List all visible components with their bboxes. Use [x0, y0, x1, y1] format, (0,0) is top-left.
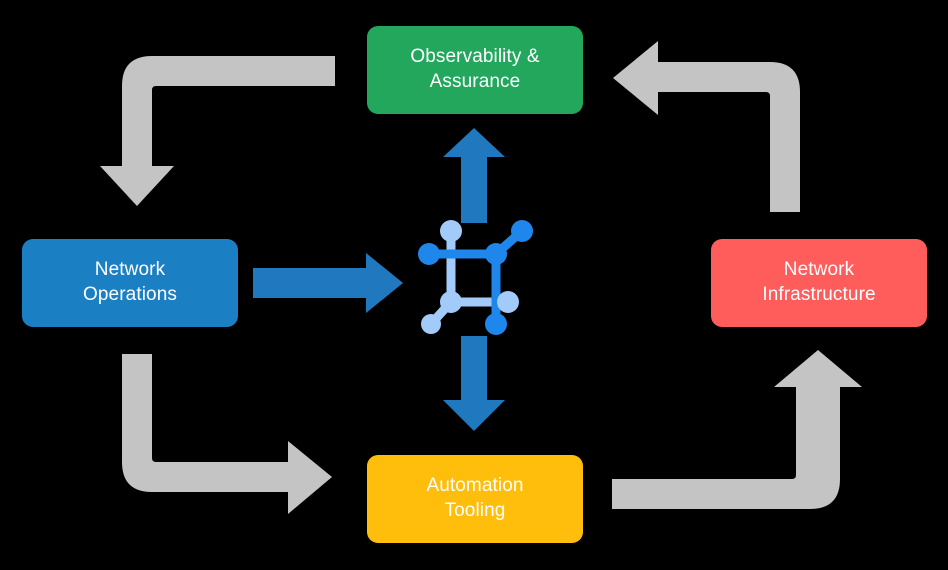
- node-box-network-infrastructure[interactable]: Network Infrastructure: [711, 239, 927, 327]
- blue-arrow-operations-to-center: [253, 253, 403, 313]
- node-box-automation-tooling[interactable]: Automation Tooling: [367, 455, 583, 543]
- gray-arrow-infrastructure-to-observability: [613, 41, 800, 212]
- blue-arrow-center-to-automation: [443, 336, 505, 431]
- node-box-observability[interactable]: Observability & Assurance: [367, 26, 583, 114]
- gray-arrow-automation-to-infrastructure: [612, 350, 862, 509]
- node-label-automation-tooling: Automation Tooling: [426, 475, 524, 521]
- node-label-network-infrastructure: Network Infrastructure: [762, 259, 876, 305]
- node-label-network-operations: Network Operations: [83, 259, 177, 305]
- node-box-network-operations[interactable]: Network Operations: [22, 239, 238, 327]
- gray-arrow-observability-to-operations: [100, 56, 335, 206]
- network-topology-icon: [418, 220, 533, 335]
- node-label-observability: Observability & Assurance: [410, 46, 540, 92]
- gray-arrow-operations-to-automation: [122, 354, 332, 514]
- blue-arrow-center-to-observability: [443, 128, 505, 223]
